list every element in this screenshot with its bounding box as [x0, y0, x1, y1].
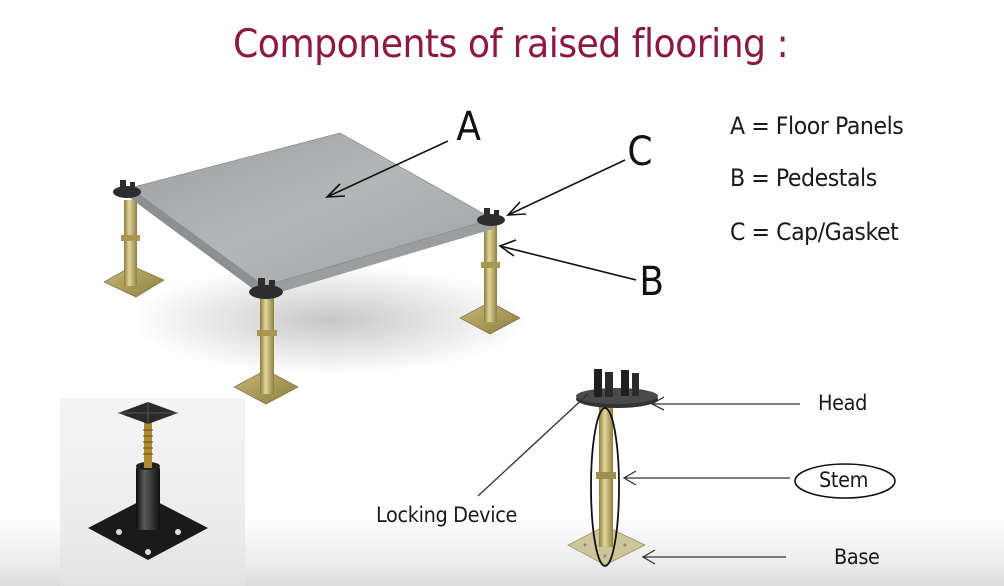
stem-label-ellipse — [794, 463, 896, 499]
slide-title: Components of raised flooring : — [233, 22, 789, 67]
black-pedestal — [88, 402, 208, 560]
detail-pedestal — [567, 369, 658, 567]
legend-item-cap-gasket: C = Cap/Gasket — [730, 218, 899, 246]
part-arrows — [477, 393, 800, 565]
panel-edge-front — [264, 219, 493, 297]
pedestal-right — [459, 222, 521, 335]
panel-edge-left — [130, 188, 264, 297]
callout-c: C — [627, 129, 653, 175]
callout-b: B — [639, 259, 665, 305]
label-base: Base — [834, 545, 880, 569]
callout-arrows — [324, 140, 637, 281]
label-stem: Stem — [819, 468, 869, 492]
label-head: Head — [818, 391, 868, 415]
label-locking-device: Locking Device — [376, 503, 518, 527]
legend-item-floor-panels: A = Floor Panels — [730, 112, 904, 140]
panel-shadow — [130, 265, 530, 375]
floor-panel — [129, 132, 495, 287]
legend-item-pedestals: B = Pedestals — [730, 164, 877, 192]
pedestal-back-left — [103, 200, 165, 298]
caps — [113, 180, 505, 299]
pedestal-front — [233, 290, 299, 405]
callout-a: A — [456, 104, 482, 150]
